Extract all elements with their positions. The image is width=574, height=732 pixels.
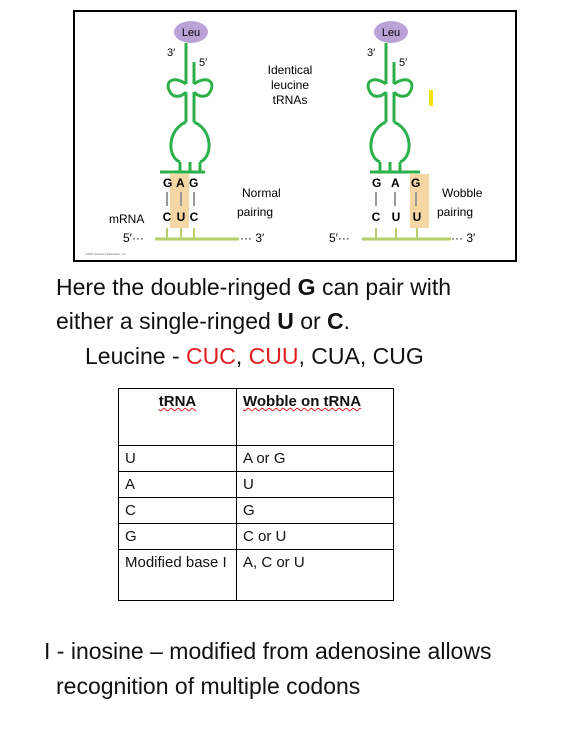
header-wobble: Wobble on tRNA xyxy=(243,393,362,410)
left-leu-label: Leu xyxy=(182,27,200,39)
table-cell: A xyxy=(118,471,237,498)
table-header-cell: Wobble on tRNA xyxy=(236,388,394,446)
table-header-row: tRNA Wobble on tRNA xyxy=(118,388,394,446)
right-anticodon-stem xyxy=(384,92,396,122)
line2-period: . xyxy=(343,308,351,334)
left-leu-bubble xyxy=(174,21,208,43)
inosine-line-1: I - inosine – modified from adenosine al… xyxy=(44,638,492,664)
left-t-loop xyxy=(192,78,214,98)
codon-cuc: CUC xyxy=(186,343,236,369)
right-t-loop xyxy=(392,78,414,98)
inosine-line-2: recognition of multiple codons xyxy=(56,673,361,699)
table-cell: U xyxy=(236,471,394,498)
table-row: G C or U xyxy=(118,523,394,550)
left-loop-bottom xyxy=(178,162,202,172)
codon-cuu: CUU xyxy=(248,343,299,369)
left-mrna-ticks xyxy=(166,228,195,239)
line2-text-c: or xyxy=(293,308,328,334)
left-5prime: 5′ xyxy=(199,57,207,69)
right-anticodon-base-1: G xyxy=(372,176,381,190)
table-cell: A or G xyxy=(236,445,394,472)
right-wobble-mark xyxy=(429,90,433,106)
table-cell: A, C or U xyxy=(236,549,394,601)
left-mrna-5prime: 5′··· xyxy=(123,231,144,245)
left-codon-base-2: U xyxy=(177,210,186,224)
right-codon-base-2: U xyxy=(392,210,401,224)
right-highlight xyxy=(410,174,429,228)
right-leu-label: Leu xyxy=(382,27,400,39)
line2-bold-c: C xyxy=(327,308,344,334)
table-cell: G xyxy=(118,523,237,550)
trna-wobble-figure: Leu 3′ 5′ G A G C U C mRNA 5′··· ··· 3′ … xyxy=(73,10,517,262)
right-mrna-5prime: 5′··· xyxy=(329,231,350,245)
left-pair-ticks xyxy=(166,192,195,206)
leucine-label: leucine xyxy=(271,78,309,92)
right-loop-bottom xyxy=(378,162,402,172)
table-row: U A or G xyxy=(118,445,394,472)
codon-sep: , xyxy=(235,343,249,369)
copyright-text: ©2010 Pearson Education, Inc. xyxy=(85,252,127,256)
right-d-loop xyxy=(366,78,388,98)
right-anticodon-loop xyxy=(369,120,411,164)
table-cell: C xyxy=(118,497,237,524)
left-mrna-3prime: ··· 3′ xyxy=(240,231,265,245)
right-5prime: 5′ xyxy=(399,57,407,69)
trna-diagram: Leu 3′ 5′ G A G C U C mRNA 5′··· ··· 3′ … xyxy=(85,21,483,256)
table-row: C G xyxy=(118,497,394,524)
explanation-line-1: Here the double-ringed G can pair with xyxy=(56,274,451,301)
leucine-codons-line: Leucine - CUC, CUU, CUA, CUG xyxy=(85,343,424,370)
left-anticodon-base-1: G xyxy=(163,176,172,190)
right-trna: Leu 3′ 5′ G A G C U U 5′··· ··· 3′ Wobbl… xyxy=(329,21,483,245)
table-cell: G xyxy=(236,497,394,524)
left-trna: Leu 3′ 5′ G A G C U C mRNA 5′··· ··· 3′ … xyxy=(109,21,281,245)
line1-bold-g: G xyxy=(297,274,316,300)
left-anticodon-base-3: G xyxy=(189,176,198,190)
leucine-prefix: Leucine - xyxy=(85,343,187,369)
identical-label: Identical xyxy=(268,63,313,77)
mrna-label: mRNA xyxy=(109,212,144,226)
right-codon-base-3: U xyxy=(413,210,422,224)
table-cell: C or U xyxy=(236,523,394,550)
line1-text-a: Here the double-ringed xyxy=(56,274,298,300)
codon-rest: , CUA, CUG xyxy=(298,343,424,369)
right-codon-base-1: C xyxy=(372,210,381,224)
table-row: A U xyxy=(118,471,394,498)
right-3prime: 3′ xyxy=(367,47,375,59)
right-mrna-ticks xyxy=(375,228,418,239)
normal-label: Normal xyxy=(242,186,281,200)
right-anticodon-base-3: G xyxy=(411,176,420,190)
left-codon-base-3: C xyxy=(190,210,199,224)
explanation-line-2: either a single-ringed U or C. xyxy=(56,308,350,335)
left-anticodon-stem xyxy=(184,92,196,122)
right-mrna-3prime: ··· 3′ xyxy=(451,231,476,245)
right-stem-lines xyxy=(384,56,396,84)
pairing-label-left: pairing xyxy=(237,205,273,219)
header-trna: tRNA xyxy=(158,393,197,410)
left-3prime: 3′ xyxy=(167,47,175,59)
right-anticodon-base-2: A xyxy=(391,176,400,190)
left-d-loop xyxy=(166,78,188,98)
right-leu-bubble xyxy=(374,21,408,43)
line2-text-a: either a single-ringed xyxy=(56,308,278,334)
trnas-label: tRNAs xyxy=(273,93,308,107)
wobble-table: tRNA Wobble on tRNA U A or G A U C G G C… xyxy=(118,388,394,601)
left-codon-base-1: C xyxy=(163,210,172,224)
table-row: Modified base I A, C or U xyxy=(118,549,394,601)
left-highlight xyxy=(170,174,189,228)
wobble-label: Wobble xyxy=(442,186,483,200)
table-cell: U xyxy=(118,445,237,472)
table-header-cell: tRNA xyxy=(118,388,237,446)
left-stem-lines xyxy=(184,56,196,84)
table-cell: Modified base I xyxy=(118,549,237,601)
right-pair-ticks xyxy=(375,192,417,206)
left-anticodon-loop xyxy=(169,120,211,164)
line1-text-c: can pair with xyxy=(315,274,452,300)
left-anticodon-base-2: A xyxy=(176,176,185,190)
line2-bold-u: U xyxy=(277,308,294,334)
pairing-label-right: pairing xyxy=(437,205,473,219)
